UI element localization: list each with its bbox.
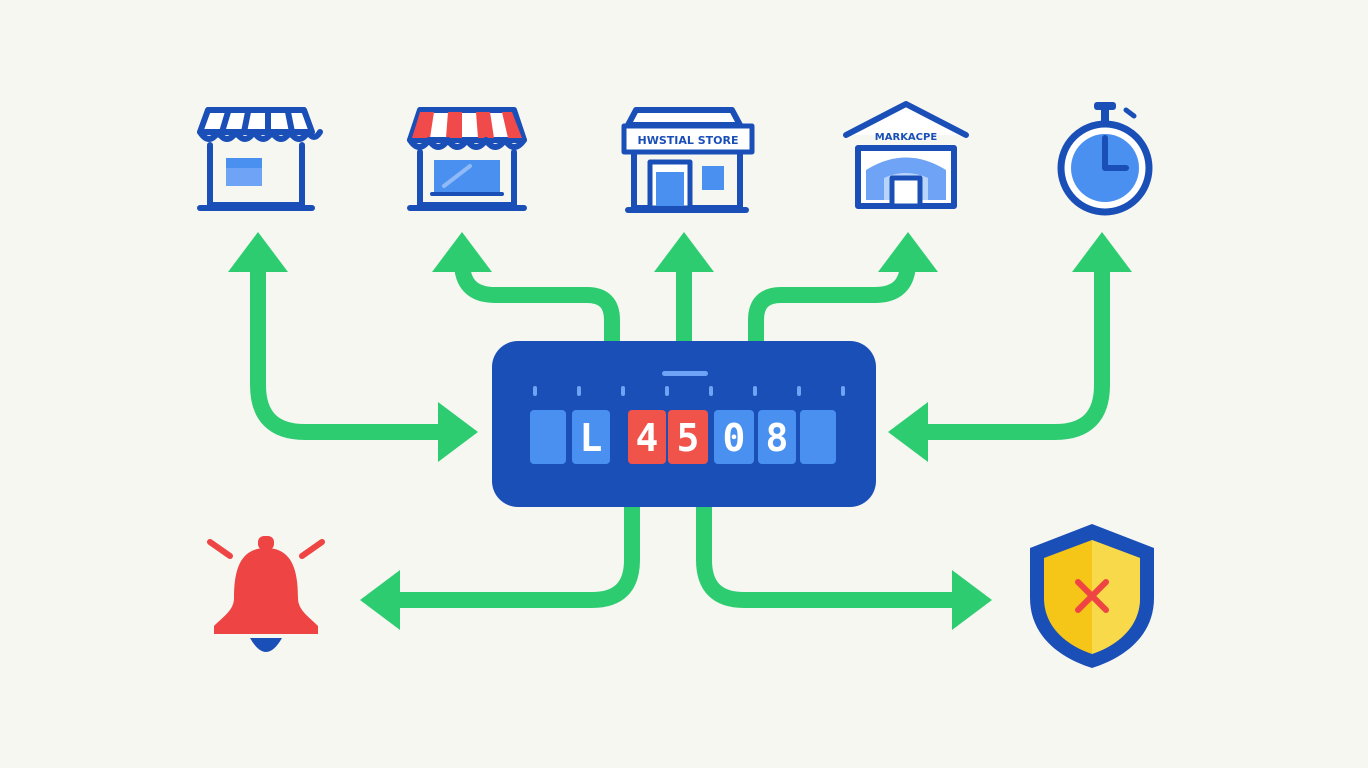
hub-top-slot: [662, 371, 708, 376]
hub-tile-2: [628, 410, 666, 464]
arrow-heads: [228, 232, 1132, 630]
store-building-icon: [621, 107, 755, 213]
stopwatch-icon: [1057, 102, 1153, 216]
hub-tick-marks: [533, 386, 845, 396]
arrowhead-store-3: [654, 232, 714, 272]
arrowhead-shield: [952, 570, 992, 630]
store-4-sign: MARKACPE: [875, 132, 938, 143]
hub-tile-blank-left: [530, 410, 566, 464]
store-3-sign: HWSTIAL STORE: [638, 134, 739, 147]
arrow-timer-to-hub: [910, 254, 1110, 440]
arrowhead-store-4: [878, 232, 938, 272]
arrow-hub-to-store-4: [748, 254, 916, 353]
arrow-hub-to-store-1: [250, 254, 453, 440]
hub-tile-1: [572, 410, 610, 464]
storefront-icon: [197, 107, 323, 211]
arrowhead-bell: [360, 570, 400, 630]
arrow-hub-to-bell: [384, 500, 640, 608]
arrowhead-store-1-right: [438, 402, 478, 462]
arrow-hub-to-store-2: [454, 254, 620, 353]
striped-awning-store-icon: [407, 107, 527, 211]
marketplace-building-icon: [843, 101, 969, 209]
bell-icon: [207, 536, 325, 652]
hub-tile-5: [758, 410, 796, 464]
arrow-hub-to-shield: [696, 500, 963, 608]
arrow-group: [250, 254, 1110, 608]
arrowhead-timer-up: [1072, 232, 1132, 272]
hub-digit-2: 4: [636, 416, 659, 460]
hub-digit-3: 5: [677, 416, 700, 460]
hub-tile-blank-right: [800, 410, 836, 464]
hub-digit-5: 8: [766, 416, 789, 460]
arrowhead-hub-left: [888, 402, 928, 462]
shield-x-icon: [1030, 524, 1154, 668]
hub-tile-4: [714, 410, 754, 464]
hub-digit-4: 0: [723, 416, 746, 460]
arrowhead-store-2: [432, 232, 492, 272]
arrowhead-store-1-up: [228, 232, 288, 272]
hub-digit-1: L: [580, 416, 603, 460]
hub-tile-3: [668, 410, 708, 464]
hub-device: L 4 5 0 8: [492, 341, 876, 507]
